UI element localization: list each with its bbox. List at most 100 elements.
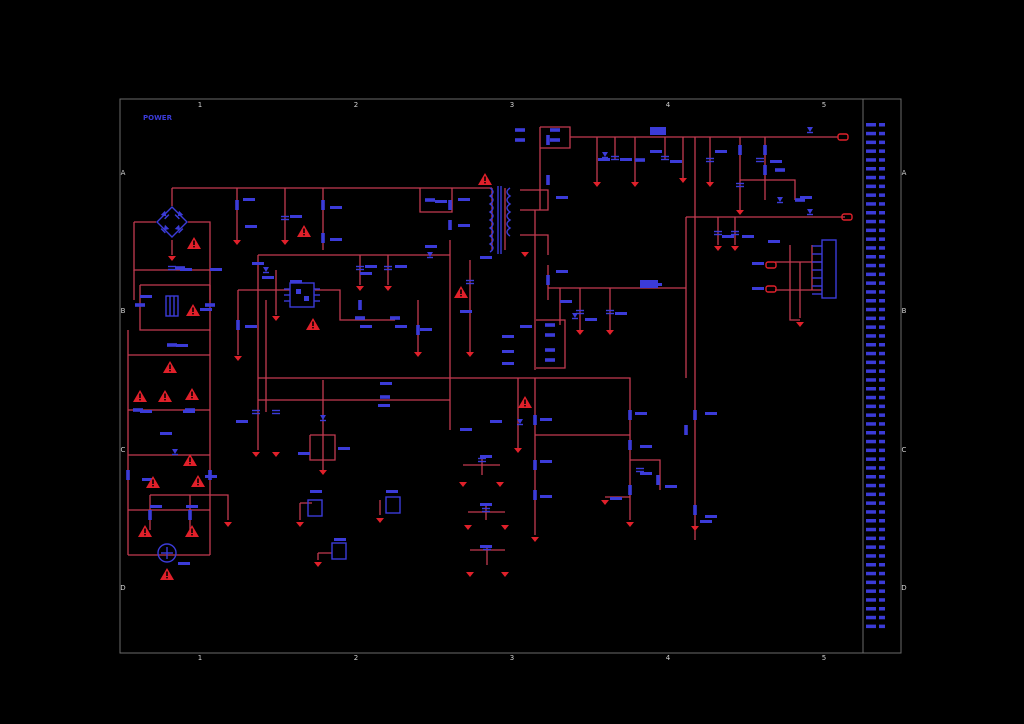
reference-label <box>768 240 780 243</box>
warning-symbols <box>133 173 532 580</box>
note-mark <box>879 167 885 171</box>
resistor <box>693 410 697 420</box>
note-mark <box>879 290 885 294</box>
ground-symbol-icon <box>464 525 472 530</box>
note-mark <box>879 211 885 215</box>
reference-label <box>540 418 552 421</box>
ground-symbol-icon <box>501 525 509 530</box>
column-label: 2 <box>354 101 358 109</box>
reference-label <box>160 432 172 435</box>
row-label: A <box>902 169 907 177</box>
note-mark <box>879 202 885 206</box>
reference-label <box>556 196 568 199</box>
capacitor <box>271 409 281 415</box>
reference-label <box>502 362 514 365</box>
note-mark <box>879 624 885 629</box>
reference-label <box>650 150 662 153</box>
reference-label <box>178 562 190 565</box>
reference-label <box>635 412 647 415</box>
note-mark <box>879 228 885 233</box>
note-mark <box>879 387 885 391</box>
column-label: 5 <box>822 101 826 109</box>
column-label: 5 <box>822 654 826 662</box>
warning-triangle-icon <box>186 304 200 316</box>
resistor <box>533 415 537 425</box>
optocoupler-icon <box>307 496 401 560</box>
reference-label <box>330 206 342 209</box>
note-mark <box>866 131 876 136</box>
note-mark <box>866 360 876 365</box>
reference-label <box>540 495 552 498</box>
ground-symbol-icon <box>466 572 474 577</box>
resistor <box>380 395 390 399</box>
reference-label <box>640 472 652 475</box>
note-mark <box>879 404 885 409</box>
column-labels-bottom: 1 2 3 4 5 <box>198 654 826 662</box>
ground-symbol-icon <box>631 182 639 187</box>
reference-label <box>670 160 682 163</box>
note-mark <box>879 615 885 620</box>
ground-symbol-icon <box>252 452 260 457</box>
reference-label <box>460 428 472 431</box>
reference-label <box>252 262 264 265</box>
resistor <box>205 303 215 307</box>
reference-label <box>560 300 572 303</box>
note-mark <box>879 554 885 558</box>
ground-symbol-icon <box>531 537 539 542</box>
resistor <box>126 470 130 480</box>
note-mark <box>866 527 876 532</box>
note-mark <box>866 219 876 224</box>
reference-label <box>585 318 597 321</box>
warning-triangle-icon <box>185 388 199 400</box>
note-mark <box>879 325 885 329</box>
note-mark <box>879 563 885 567</box>
reference-label <box>290 215 302 218</box>
note-mark <box>866 510 876 514</box>
reference-label <box>180 268 192 271</box>
reference-label <box>262 276 274 279</box>
note-mark <box>866 263 876 268</box>
warning-triangle-icon <box>306 318 320 330</box>
row-label: A <box>121 169 126 177</box>
note-mark <box>866 378 876 382</box>
reference-label <box>150 505 162 508</box>
note-mark <box>879 175 885 180</box>
sheet-border <box>119 98 902 654</box>
reference-label <box>458 224 470 227</box>
column-label: 4 <box>666 101 671 109</box>
reference-label <box>330 238 342 241</box>
note-mark <box>866 413 876 417</box>
note-mark <box>866 580 876 585</box>
reference-label <box>540 460 552 463</box>
ground-symbol-icon <box>356 286 364 291</box>
reference-label <box>742 235 754 238</box>
resistor <box>235 200 239 210</box>
reference-label <box>245 325 257 328</box>
reference-label <box>378 404 390 407</box>
reference-label <box>722 235 734 238</box>
row-labels-left: A B C D <box>120 169 125 592</box>
resistor <box>321 233 325 243</box>
row-labels-right: A B C D <box>901 169 906 592</box>
note-mark <box>866 387 876 391</box>
note-mark <box>879 519 885 523</box>
capacitor <box>251 409 261 415</box>
reference-label <box>365 265 377 268</box>
reference-label <box>183 410 195 413</box>
reference-label <box>236 420 248 423</box>
column-label: 3 <box>510 101 514 109</box>
warning-triangle-icon <box>185 525 199 537</box>
resistor <box>775 168 785 172</box>
ground-symbol-icon <box>593 182 601 187</box>
note-mark <box>879 536 885 541</box>
components <box>156 127 853 563</box>
column-label: 1 <box>198 101 202 109</box>
note-mark <box>879 263 885 268</box>
note-mark <box>866 237 876 241</box>
note-mark <box>879 343 885 347</box>
reference-label <box>360 325 372 328</box>
note-mark <box>879 369 885 373</box>
ground-symbol-icon <box>796 322 804 327</box>
ground-symbol-icon <box>384 286 392 291</box>
